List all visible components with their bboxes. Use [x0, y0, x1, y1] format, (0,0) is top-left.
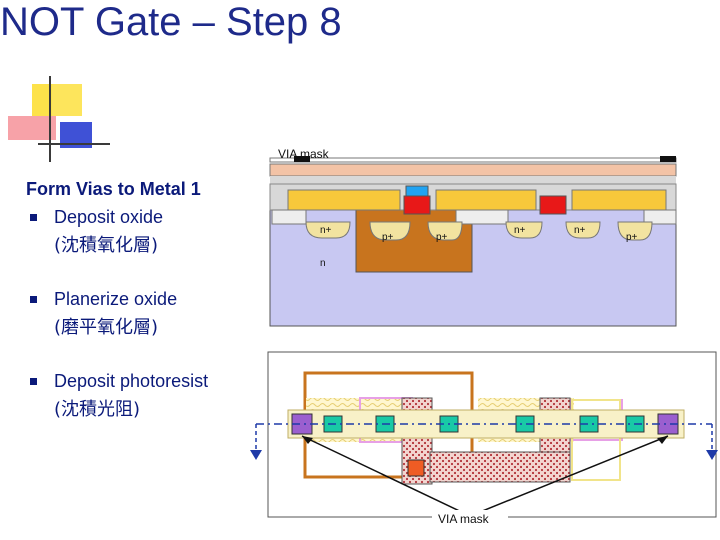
- via-pointer-line: [301, 435, 471, 517]
- decor-yellow-block: [32, 84, 52, 116]
- diffusion-label: n+: [514, 225, 526, 236]
- diffusion-p-plus: [369, 221, 411, 241]
- decor-pink-block: [8, 116, 56, 140]
- layout-view-diagram: VIA mask: [250, 351, 718, 526]
- diffusion-label: p+: [626, 232, 638, 243]
- title-decoration: [8, 76, 110, 162]
- via-opening: [405, 185, 429, 197]
- bullet-2-text: Planerize oxide: [54, 289, 178, 309]
- bullet-1-text: Deposit oxide: [54, 207, 164, 227]
- photoresist-layer: [269, 163, 677, 177]
- poly-contact-via: [407, 459, 425, 477]
- via-pointer-arrowhead: [657, 436, 668, 444]
- field-oxide: [271, 209, 307, 225]
- mask-opaque-block: [660, 156, 676, 162]
- field-oxide: [643, 209, 677, 225]
- bullet-marker: [30, 378, 37, 385]
- section-heading: Form Vias to Metal 1: [26, 179, 201, 199]
- diffusion-n-plus: [305, 221, 351, 239]
- via-mask-label-bg: [432, 510, 508, 526]
- via-mask-label: VIA mask: [278, 147, 330, 161]
- slide-title: NOT Gate – Step 8: [0, 0, 342, 44]
- cut-arrow-right: [706, 450, 718, 460]
- bullet-2-translation: (磨平氧化層): [54, 317, 159, 338]
- metal1-middle: [435, 189, 537, 211]
- bullet-3-translation: (沈積光阻): [54, 399, 141, 420]
- via-pointer-arrowhead: [302, 436, 313, 444]
- diffusion-p-plus: [427, 221, 463, 241]
- diffusion-label: p+: [382, 232, 394, 243]
- via-mask-strip: [269, 157, 677, 163]
- bullet-marker: [30, 214, 37, 221]
- cross-section-diagram: VIA mask n+ p+ p+ n+ n+ p+ n: [269, 147, 677, 327]
- active-outline: [571, 399, 621, 481]
- poly-gate-right: [539, 195, 567, 215]
- cut-arrow-left: [250, 450, 262, 460]
- metal1-left: [287, 189, 401, 211]
- n-well: [355, 209, 473, 273]
- oxide-top: [270, 176, 676, 184]
- diffusion-n-plus: [505, 221, 543, 239]
- poly-gate-left: [403, 195, 431, 215]
- diffusion-label: n+: [320, 225, 332, 236]
- n-well-label: n: [320, 258, 326, 269]
- diffusion-label: n+: [574, 225, 586, 236]
- diffusion-label: p+: [436, 232, 448, 243]
- bullet-1-translation: (沈積氧化層): [54, 235, 159, 256]
- via-mask-label: VIA mask: [438, 512, 490, 526]
- mask-opaque-block: [294, 156, 310, 162]
- diffusion-n-plus: [565, 221, 601, 239]
- via-pointer-line: [469, 435, 669, 517]
- bullet-3-text: Deposit photoresist: [54, 371, 209, 391]
- diffusion-p-plus: [617, 221, 653, 241]
- poly-horizontal: [429, 451, 571, 483]
- bullet-marker: [30, 296, 37, 303]
- metal1-right: [571, 189, 667, 211]
- field-oxide: [455, 209, 509, 225]
